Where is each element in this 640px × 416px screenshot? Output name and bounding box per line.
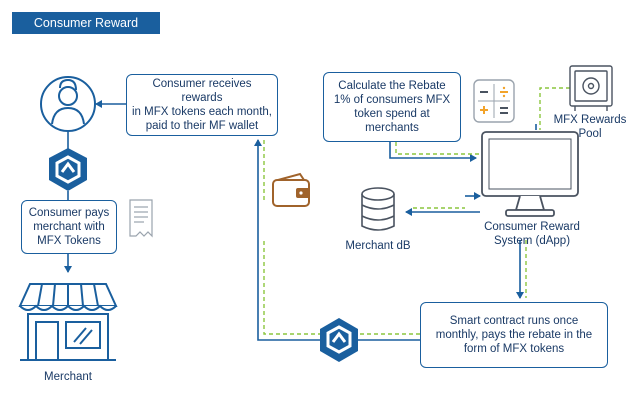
mfx-logo-icon-bottom — [320, 318, 358, 362]
reward-system-label: Consumer Reward System (dApp) — [484, 221, 580, 247]
computer-icon — [481, 131, 579, 217]
rewards-received-box: Consumer receives rewards in MFX tokens … — [126, 74, 278, 136]
rewards-pool-label: MFX Rewards Pool — [553, 114, 627, 140]
mfx-logo-icon — [49, 148, 87, 191]
consumer-pays-box: Consumer pays merchant with MFX Tokens — [21, 200, 117, 254]
page-title: Consumer Reward System — [12, 12, 160, 52]
merchant-label: Merchant — [44, 371, 92, 383]
rebate-calculation-box: Calculate the Rebate 1% of consumers MFX… — [323, 72, 461, 142]
merchant-db-label: Merchant dB — [345, 240, 411, 252]
store-icon — [18, 283, 118, 361]
wallet-icon — [272, 172, 310, 207]
user-icon — [40, 76, 96, 132]
calculator-icon — [473, 79, 515, 123]
token-flow-lines — [263, 87, 570, 335]
receipt-icon — [129, 199, 153, 238]
connectors — [64, 100, 537, 341]
safe-icon — [569, 65, 613, 111]
database-icon — [361, 187, 395, 231]
smart-contract-box: Smart contract runs once monthly, pays t… — [420, 302, 608, 368]
